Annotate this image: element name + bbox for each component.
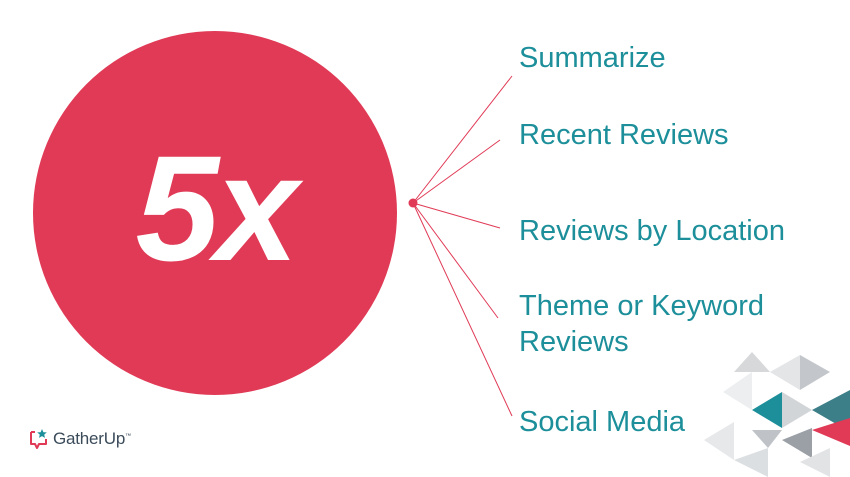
triangle-decoration <box>704 352 850 477</box>
connector-line-reviews-by-location <box>412 202 501 229</box>
decor-triangle-1 <box>734 352 770 372</box>
decor-triangle-12 <box>734 448 768 477</box>
decor-triangle-8 <box>752 430 782 448</box>
item-social-media: Social Media <box>519 406 686 438</box>
decor-triangle-4 <box>723 372 752 410</box>
decor-triangle-3 <box>800 355 830 390</box>
brand-trademark: ™ <box>125 433 131 440</box>
decor-triangle-2 <box>770 355 800 390</box>
chat-star-icon <box>30 429 47 449</box>
multiplier-circle <box>33 31 397 395</box>
item-theme-keyword-reviews: Theme or Keyword Reviews <box>519 290 764 358</box>
decor-triangle-5 <box>752 392 782 428</box>
decor-triangle-10 <box>782 428 812 458</box>
connector-line-social-media <box>412 202 513 417</box>
item-summarize: Summarize <box>519 42 666 74</box>
connector-hub-dot <box>408 198 418 208</box>
decor-triangle-13 <box>800 448 830 477</box>
item-reviews-by-location: Reviews by Location <box>519 215 785 247</box>
connector-line-theme-keyword <box>412 202 499 319</box>
decor-triangle-11 <box>812 418 850 446</box>
brand-name: GatherUp <box>53 429 126 448</box>
item-recent-reviews: Recent Reviews <box>519 119 729 151</box>
gatherup-logo: GatherUp™ <box>29 426 131 452</box>
connector-line-recent-reviews <box>412 139 501 204</box>
connector-line-summarize <box>412 75 513 204</box>
decor-triangle-9 <box>704 422 734 460</box>
multiplier-text: 5x <box>135 124 299 292</box>
decor-triangle-6 <box>782 392 812 428</box>
